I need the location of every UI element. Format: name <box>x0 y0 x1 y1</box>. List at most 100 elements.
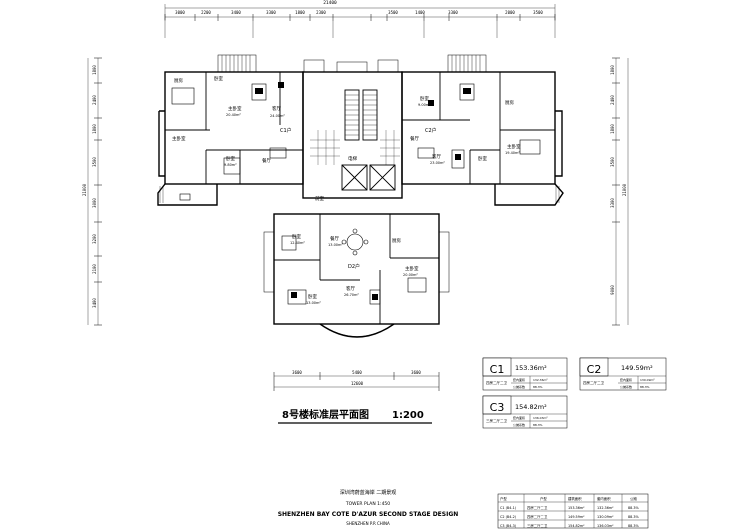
card-id: C2 <box>587 363 602 376</box>
card-area: 154.82m² <box>515 403 547 411</box>
room-label: 主卧室 <box>507 143 521 150</box>
dim-left-seg: 3000 <box>92 198 97 208</box>
card-row1-value: 136.03m² <box>533 416 548 420</box>
schedule-cell: 三房二厅二卫 <box>527 523 548 528</box>
floor-plan: 客厅 24.00m² 主卧室 20.40m² 主卧室 卧室 9.80m² 餐厅 … <box>157 54 564 338</box>
room-label: 主卧室 <box>228 105 242 112</box>
room-area: 12.40m² <box>290 241 305 245</box>
dim-top-seg: 3300 <box>266 10 276 15</box>
room-area: 19.40m² <box>505 151 520 155</box>
dim-left-total: 21000 <box>82 183 87 196</box>
dim-bottom-seg: 3600 <box>411 370 421 375</box>
schedule-cell: C3 (B4-3) <box>500 524 517 528</box>
schedule-header: 户型 <box>500 496 507 501</box>
room-label: 厨房 <box>505 99 514 106</box>
schedule-cell: C2 (B4-2) <box>500 515 517 519</box>
schedule-cell: 149.59m² <box>568 515 585 519</box>
dim-top-seg: 1800 <box>295 10 305 15</box>
schedule-header: 建筑面积 <box>568 496 582 501</box>
room-area: 20.00m² <box>403 273 418 277</box>
card-row1-label: 套内面积 <box>620 377 632 382</box>
schedule-header: 套内面积 <box>597 496 611 501</box>
schedule-cell: C1 (B4-1) <box>500 506 517 510</box>
card-area: 153.36m² <box>515 364 547 372</box>
card-id: C1 <box>490 363 505 376</box>
room-label: 主卧室 <box>172 135 186 142</box>
d2-bay-window <box>319 323 395 338</box>
schedule-cell: 四房二厅二卫 <box>527 514 548 519</box>
unit-label-c2: C2户 <box>425 127 437 134</box>
room-label: 卧室 <box>226 155 235 162</box>
room-area: 9.00m² <box>418 103 431 107</box>
d2-partitions <box>274 214 439 324</box>
room-area: 20.40m² <box>226 113 241 117</box>
dim-left-seg: 3400 <box>92 298 97 308</box>
title-block: 深圳湾蔚蓝海岸 二期景观 TOWER PLAN 1:450 SHENZHEN B… <box>278 489 459 526</box>
dim-top-seg: 1400 <box>415 10 425 15</box>
schedule-cell: 132.36m² <box>597 506 614 510</box>
area-card-c3: C3 154.82m² 三房二厅二卫 套内面积 136.03m² 公摊系数 88… <box>482 395 568 429</box>
title-block-plan: TOWER PLAN 1:450 <box>345 501 390 507</box>
dim-top-seg: 3300 <box>448 10 458 15</box>
room-area: 26.70m² <box>344 293 359 297</box>
bottom-dimension-chain: 3600 5400 3600 12600 <box>273 370 440 391</box>
card-id: C3 <box>490 401 505 414</box>
card-row2-value: 88.3% <box>533 423 543 427</box>
schedule-cell: 136.03m² <box>597 524 614 528</box>
room-area: 13.00m² <box>328 243 343 247</box>
schedule-cell: 153.36m² <box>568 506 585 510</box>
card-row2-label: 公摊系数 <box>620 384 632 389</box>
left-dimension-chain: 1800 2400 1800 3500 3000 3200 2100 3400 … <box>82 57 102 326</box>
dim-top-seg: 3500 <box>533 10 543 15</box>
room-area: 24.00m² <box>270 114 285 118</box>
card-type: 三房二厅二卫 <box>486 418 507 423</box>
dim-right-seg: 3300 <box>610 198 615 208</box>
core-partitions <box>341 89 396 191</box>
card-area: 149.59m² <box>621 364 653 372</box>
dim-top-seg: 2200 <box>201 10 211 15</box>
dim-right-seg: 1800 <box>610 124 615 134</box>
room-area: 13.00m² <box>306 301 321 305</box>
room-label: 卧室 <box>478 155 487 162</box>
title-block-en: SHENZHEN BAY COTE D'AZUR SECOND STAGE DE… <box>278 511 459 518</box>
dim-left-seg: 3500 <box>92 157 97 167</box>
room-label: 厨房 <box>392 237 401 244</box>
room-label: 餐厅 <box>262 157 271 164</box>
card-row1-value: 130.09m² <box>640 378 655 382</box>
room-label: 客厅 <box>432 153 441 160</box>
dim-top-seg: 3500 <box>388 10 398 15</box>
room-area: 23.00m² <box>430 161 445 165</box>
drawing-scale: 1:200 <box>392 410 424 421</box>
title-block-sub: SHENZHEN P.R CHINA <box>346 521 390 526</box>
dim-bottom-seg: 3600 <box>292 370 302 375</box>
room-area: 9.80m² <box>224 163 237 167</box>
room-label: 卧室 <box>292 233 301 240</box>
card-type: 四房二厅二卫 <box>583 380 604 385</box>
room-label: 卧室 <box>214 75 223 82</box>
schedule-cell: 154.82m² <box>568 524 585 528</box>
room-label: 卧室 <box>308 293 317 300</box>
dim-right-seg: 3500 <box>610 157 615 167</box>
room-label: 主卧室 <box>405 265 419 272</box>
dim-top-seg: 3400 <box>231 10 241 15</box>
drawing-title-text: 8号楼标准层平面图 <box>282 408 369 421</box>
dim-right-seg: 1800 <box>610 65 615 75</box>
unit-label-d2: D2户 <box>348 263 360 270</box>
dim-bottom-total: 12600 <box>351 381 364 386</box>
top-dimension-chain: 21400 3000 2200 3400 3300 1800 2300 3500… <box>164 0 556 38</box>
room-label: 餐厅 <box>330 235 339 242</box>
card-row1-label: 套内面积 <box>513 377 525 382</box>
area-card-c1: C1 153.36m² 四房二厅二卫 套内面积 132.36m² 公摊系数 88… <box>482 357 568 391</box>
room-label: 客厅 <box>346 285 355 292</box>
title-block-cn: 深圳湾蔚蓝海岸 二期景观 <box>340 489 397 496</box>
room-label: 餐厅 <box>410 135 419 142</box>
card-row2-label: 公摊系数 <box>513 422 525 427</box>
schedule-cell: 130.09m² <box>597 515 614 519</box>
furniture <box>171 83 541 305</box>
dim-left-seg: 1800 <box>92 65 97 75</box>
dim-left-seg: 1800 <box>92 124 97 134</box>
card-row2-value: 88.3% <box>640 385 650 389</box>
dim-right-total: 21000 <box>622 183 627 196</box>
dim-right-seg: 2400 <box>610 95 615 105</box>
